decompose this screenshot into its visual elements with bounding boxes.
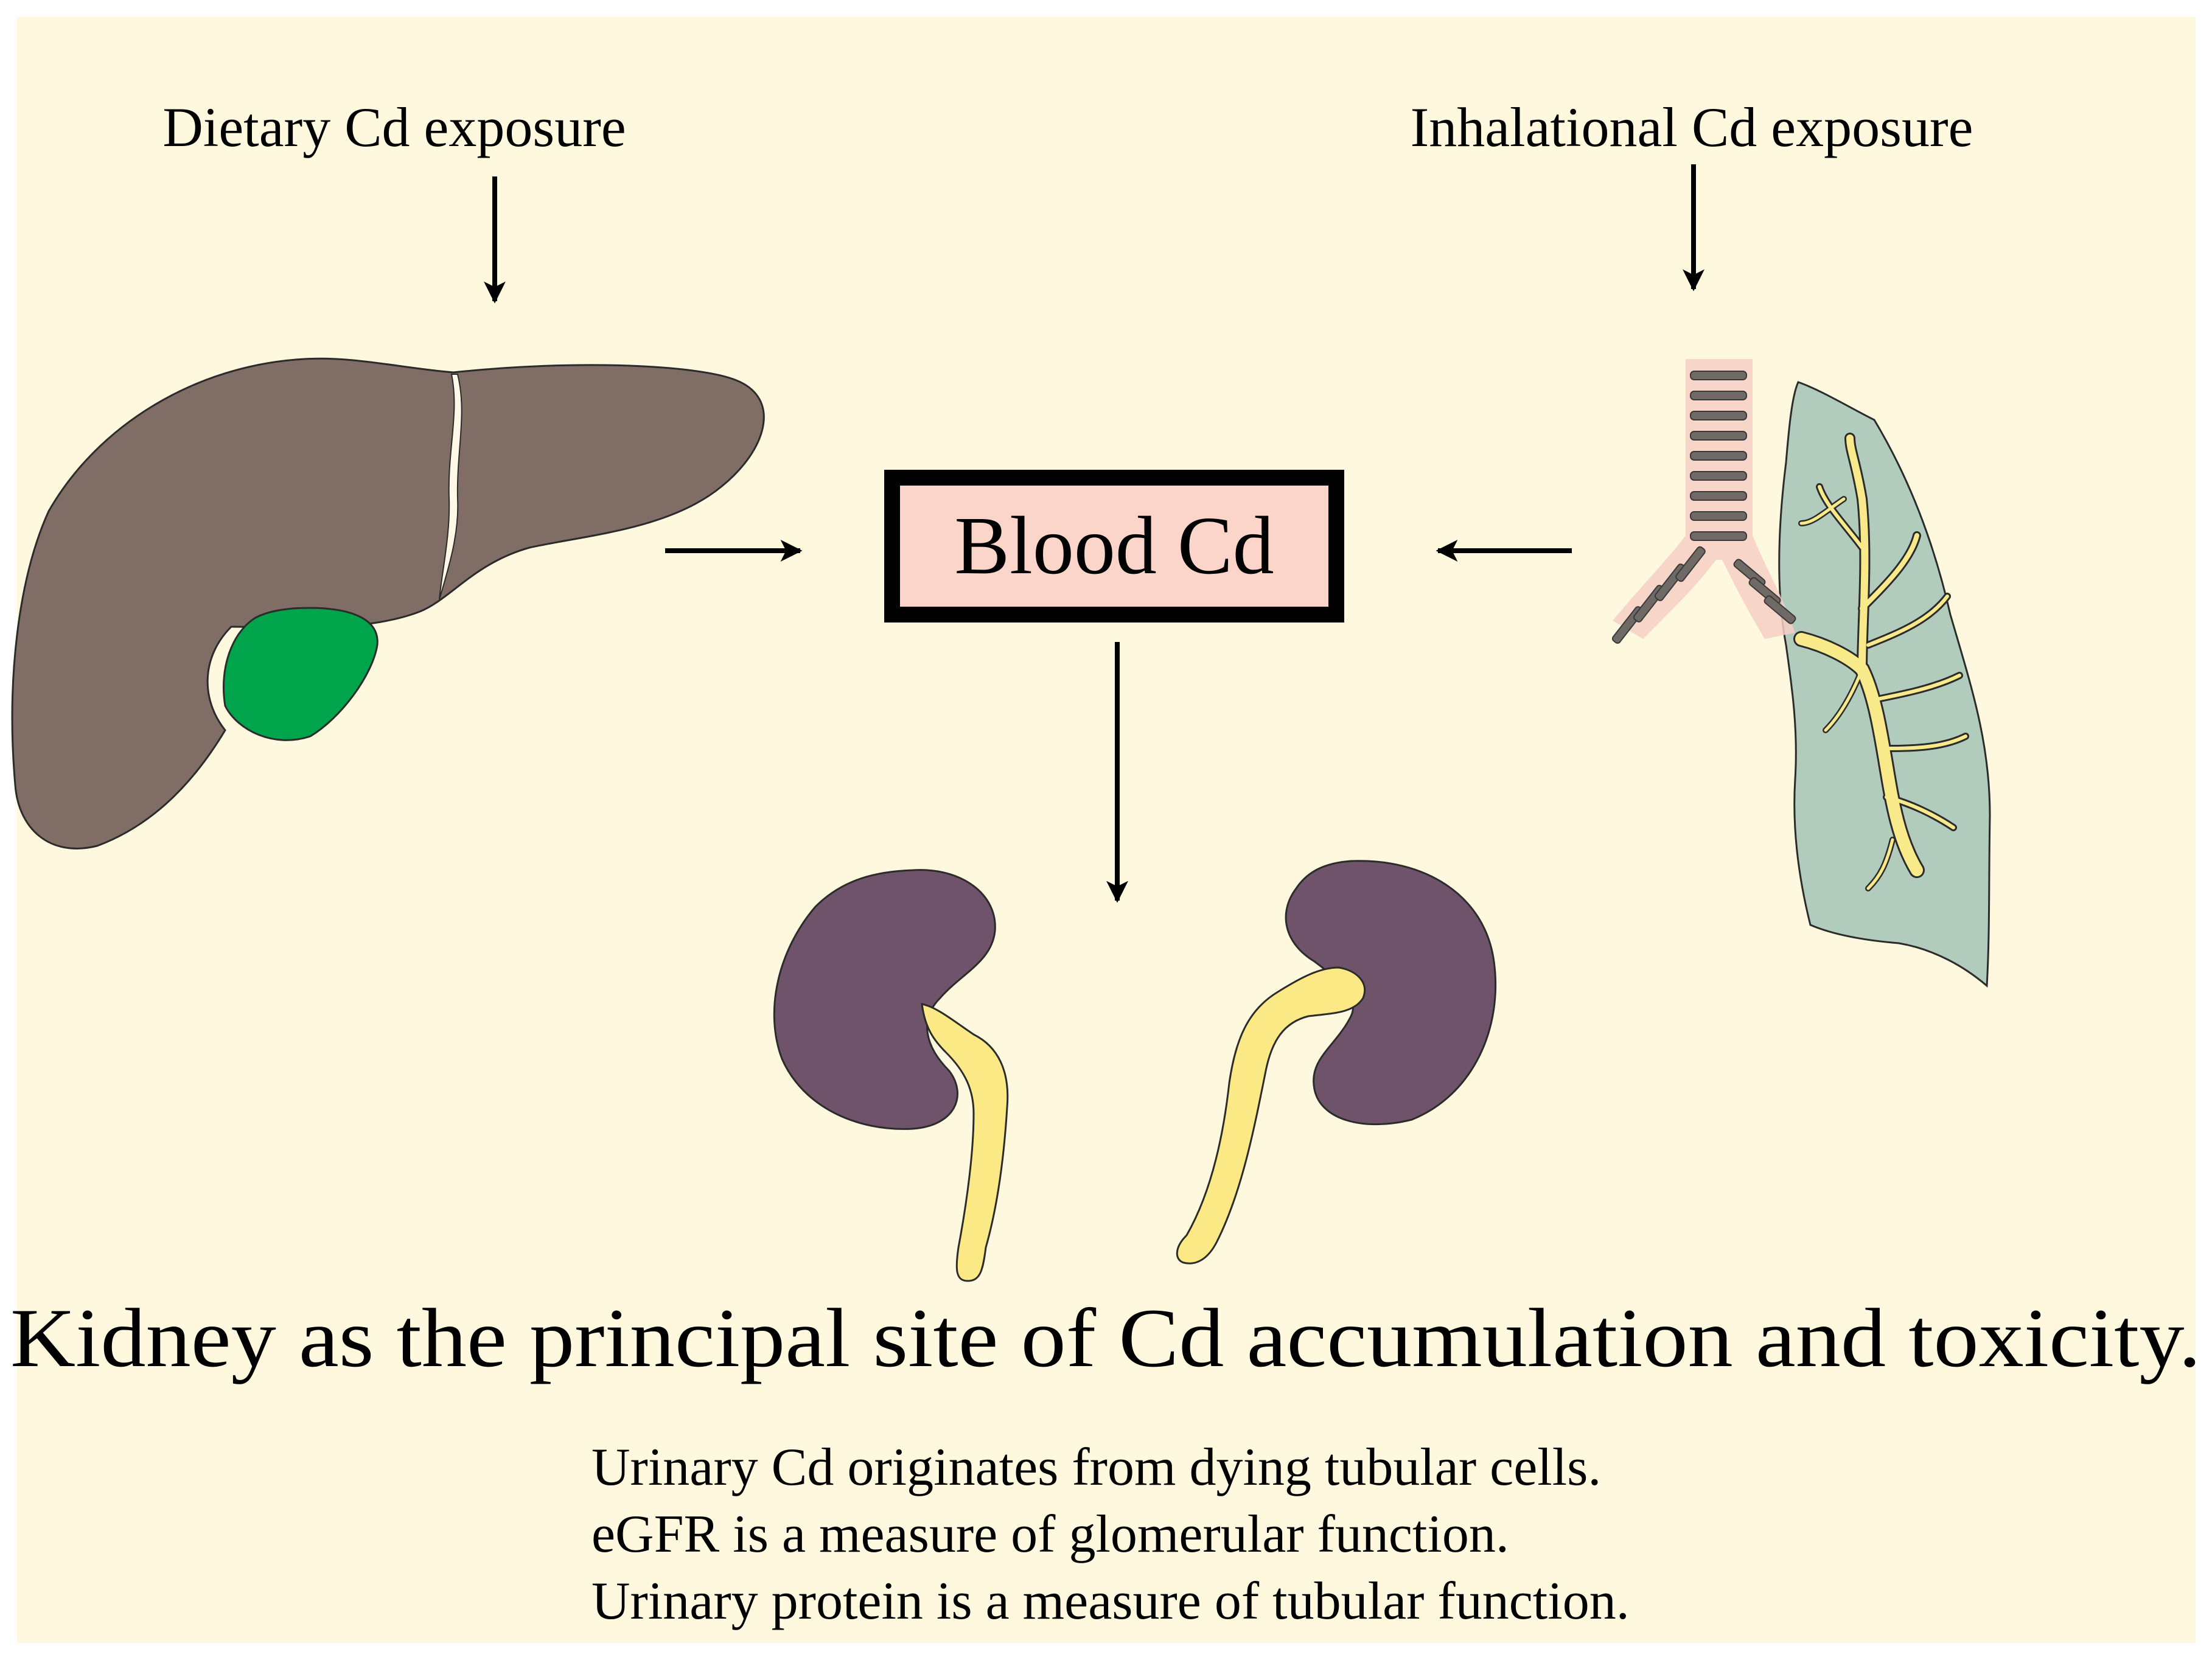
trachea-ring [1690,431,1747,441]
trachea-ring [1690,451,1747,461]
trachea-icon [1611,359,1796,644]
right-kidney-shape [1285,860,1497,1126]
left-kidney-shape [773,869,996,1130]
right-ureter [1176,966,1366,1264]
trachea-ring [1690,391,1747,400]
lung-icon [1778,381,1991,988]
trachea-ring [1690,371,1747,380]
left-kidney-icon [773,869,1009,1282]
right-kidney-icon [1176,860,1497,1264]
gallbladder-icon [223,607,379,741]
right-bronchus-rings [1733,559,1796,624]
note-line-3: Urinary protein is a measure of tubular … [591,1572,1630,1631]
left-bronchus-rings [1611,546,1706,644]
trachea-ring [1690,511,1747,521]
left-ureter [921,1003,1009,1282]
trachea-rings [1690,371,1747,541]
note-line-1: Urinary Cd originates from dying tubular… [591,1438,1601,1497]
trachea-ring [1690,531,1747,541]
kidney-title: Kidney as the principal site of Cd accum… [10,1291,2201,1384]
liver-shape [11,357,765,849]
trachea-ring [1690,491,1747,501]
bronchi-tree-fill [1795,434,1967,890]
trachea-ring [1690,411,1747,420]
liver-icon [11,357,765,849]
dietary-exposure-label: Dietary Cd exposure [162,96,626,158]
blood-cd-box-border [884,470,1344,622]
blood-cd-box: Blood Cd [884,470,1344,622]
inhalational-exposure-label: Inhalational Cd exposure [1411,96,1973,158]
trachea-ring [1690,471,1747,481]
liver-fissure [439,374,462,600]
note-line-2: eGFR is a measure of glomerular function… [591,1505,1509,1564]
blood-cd-label: Blood Cd [954,500,1274,591]
arrows [484,164,1704,903]
